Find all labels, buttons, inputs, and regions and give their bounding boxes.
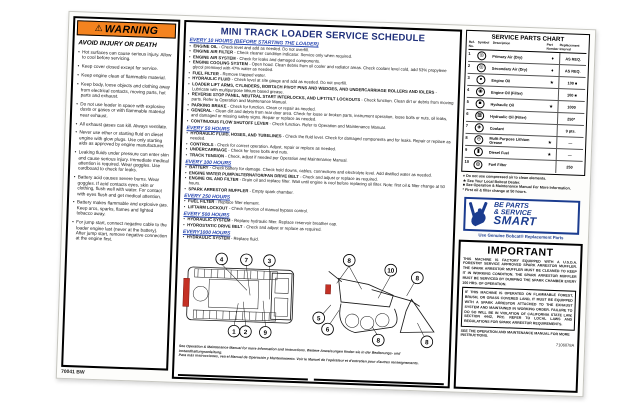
important-panel: IMPORTANT THIS MACHINE IS FACTORY EQUIPP… <box>453 239 583 393</box>
thumbs-up-tools-icon <box>468 201 488 226</box>
service-schedule-decal: ⚠ WARNING AVOID INJURY OR DEATH Hot surf… <box>55 10 597 398</box>
warning-column: ⚠ WARNING AVOID INJURY OR DEATH Hot surf… <box>60 16 181 379</box>
warning-title: AVOID INJURY OR DEATH <box>78 39 157 49</box>
warning-bullet: Battery makes flammable and explosive ga… <box>72 200 169 220</box>
callout-marker: 4 <box>215 253 228 266</box>
part-symbol-icon: ▦ <box>475 111 485 121</box>
parts-chart-footnotes: ♦ Do not use compressed air to clean ele… <box>462 174 585 197</box>
callout-marker: 7 <box>240 253 253 267</box>
warning-header: ⚠ WARNING <box>76 20 177 39</box>
loader-diagrams: 4 7 3 1 2 <box>179 241 448 352</box>
svg-text:1: 1 <box>232 329 236 336</box>
warning-bullet: All exhaust gases can kill. Always venti… <box>76 121 172 130</box>
schedule-column: MINI TRACK LOADER SERVICE SCHEDULE EVERY… <box>171 19 463 389</box>
callout-marker: 8 <box>411 271 424 285</box>
callout-marker: 8 <box>371 334 385 347</box>
section-items-10h: ENGINE OIL - Check level and add as need… <box>187 43 456 133</box>
svg-text:8: 8 <box>376 338 380 345</box>
part-symbol-icon: ◈ <box>474 123 484 133</box>
svg-text:5: 5 <box>317 316 321 323</box>
bottom-rule <box>177 373 444 386</box>
part-symbol-icon: ● <box>476 75 486 85</box>
warning-header-label: WARNING <box>104 22 159 37</box>
callout-marker: 8 <box>342 254 356 267</box>
important-body: THIS MACHINE IS FACTORY EQUIPPED WITH A … <box>462 256 578 286</box>
part-symbol-icon: ◎ <box>476 63 486 73</box>
part-symbol-icon: ⊖ <box>474 135 484 145</box>
svg-text:9: 9 <box>263 330 267 337</box>
svg-text:10: 10 <box>387 268 395 275</box>
svg-text:4: 4 <box>220 257 224 264</box>
warning-bullet: Hot surfaces can cause serious injury. A… <box>78 49 174 63</box>
warning-triangle-icon: ⚠ <box>94 22 103 34</box>
warning-bullet: Keep cover closed except for service. <box>78 64 174 73</box>
callout-marker: 8 <box>420 335 434 349</box>
svg-text:8: 8 <box>415 276 419 283</box>
callout-marker: 3 <box>263 254 276 268</box>
right-column: SERVICE PARTS CHART Ref. No. Symbol Desc… <box>453 29 591 393</box>
warning-part-number: 70041 BW <box>60 368 85 376</box>
service-parts-chart: SERVICE PARTS CHART Ref. No. Symbol Desc… <box>461 29 591 177</box>
callout-marker: 2 <box>239 325 252 339</box>
callout-marker: 10 <box>384 264 398 277</box>
loader-side-view-diagram: 8 10 8 5 6 <box>312 254 435 349</box>
red-handle <box>325 284 332 295</box>
callout-marker: 5 <box>312 311 325 325</box>
parts-smart-logo: BE PARTS & SERVICE SMART Use Genuine Bob… <box>463 196 581 240</box>
warning-bullet: For jump start, connect negative cable t… <box>72 219 169 244</box>
warning-bullet: Keep body, loose objects and clothing aw… <box>77 81 174 101</box>
warning-bullet: Do not use loader in space with explosiv… <box>76 101 173 121</box>
warning-bullet: Never use ether or starting fluid on die… <box>75 130 172 150</box>
svg-text:2: 2 <box>244 329 248 336</box>
warning-panel: ⚠ WARNING AVOID INJURY OR DEATH Hot surf… <box>61 16 181 371</box>
svg-text:3: 3 <box>268 258 272 265</box>
svg-text:8: 8 <box>425 340 429 347</box>
loader-top-view-diagram: 4 7 3 1 2 <box>182 253 295 339</box>
part-symbol-icon: ◉ <box>475 87 486 97</box>
part-symbol-icon: ◎ <box>477 51 487 61</box>
callout-marker: 9 <box>259 326 272 339</box>
schedule-panel: MINI TRACK LOADER SERVICE SCHEDULE EVERY… <box>171 19 463 389</box>
part-symbol-icon: ◍ <box>473 159 483 169</box>
part-symbol-icon: ■ <box>475 99 485 109</box>
warning-bullet: Keep engine clean of flammable material. <box>77 72 173 81</box>
smart-line-3: SMART <box>493 214 537 229</box>
callout-marker: 6 <box>321 323 334 336</box>
svg-text:6: 6 <box>326 327 330 334</box>
warning-bullet-list: Hot surfaces can cause serious injury. A… <box>70 49 176 244</box>
callout-marker: 1 <box>227 325 241 338</box>
part-symbol-icon: ▮ <box>473 147 484 157</box>
svg-text:7: 7 <box>244 257 248 264</box>
warning-bullet: Battery acid causes severe burns. Wear g… <box>73 174 170 199</box>
parts-chart-rows: 1 ◎ Primary Air (Dry) ♦ AS REQ. 2 ◎ Seco… <box>464 49 587 174</box>
svg-text:8: 8 <box>347 258 351 265</box>
red-handle <box>182 278 190 308</box>
warning-bullet: Leaking fluids under pressure can enter … <box>74 149 171 174</box>
important-boxed-text: IF THIS MACHINE IS OPERATED ON FLAMMABLE… <box>460 287 577 331</box>
